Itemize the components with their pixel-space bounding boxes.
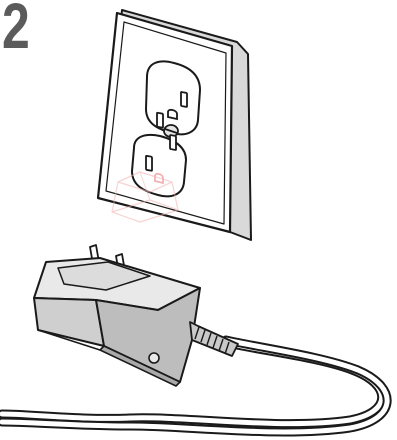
adapter-led-icon — [149, 353, 159, 363]
upper-receptacle — [146, 61, 200, 134]
power-adapter-icon — [34, 245, 238, 386]
wall-outlet-icon — [98, 10, 251, 240]
power-cable-icon — [2, 340, 387, 432]
